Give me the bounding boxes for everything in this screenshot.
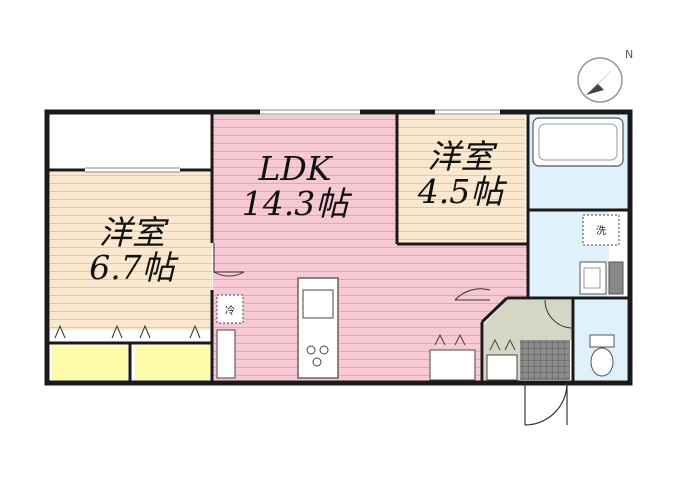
compass-north-label: N: [625, 48, 634, 61]
closet-right: [135, 345, 210, 380]
entrance-door-swing: [524, 382, 568, 426]
windows: [85, 110, 500, 172]
door-swing-hall: [454, 288, 491, 301]
kitchen-counter: [297, 277, 339, 379]
compass-north-arrow-icon: [577, 57, 623, 103]
ldk-cabinet: [216, 329, 236, 379]
entrance-tile: [520, 340, 570, 380]
western-room-left-floor: [50, 172, 212, 330]
closet-left: [52, 345, 128, 380]
fridge-space: [216, 294, 244, 324]
interior-walls: [47, 112, 630, 383]
ldk-floor: [213, 115, 527, 382]
western-room-right-floor: [398, 115, 525, 243]
washbasin: [579, 261, 624, 295]
window-frames: [85, 109, 500, 173]
shoe-cabinet: [429, 333, 518, 381]
door-swing-washroom: [544, 299, 574, 329]
door-swing-ldk: [213, 243, 245, 277]
closet-hanger-marks: [54, 324, 201, 339]
upper-left-storage: [50, 115, 212, 170]
toilet: [589, 334, 615, 377]
bathtub: [532, 117, 624, 167]
washer-space: [582, 214, 620, 246]
